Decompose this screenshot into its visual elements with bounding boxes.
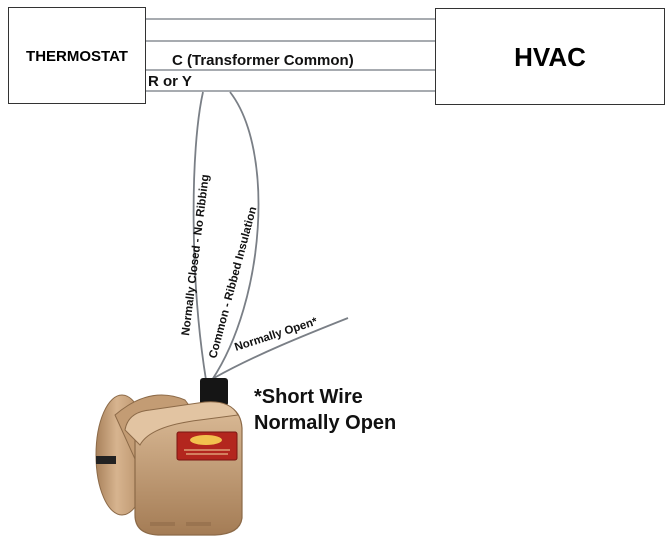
common-wire-label: C (Transformer Common)	[172, 52, 354, 69]
thermostat-label: THERMOSTAT	[26, 48, 128, 65]
device-lid	[124, 401, 239, 446]
hvac-label: HVAC	[514, 42, 586, 72]
r-or-y-label: R or Y	[148, 73, 192, 90]
device-mount-tab	[96, 456, 116, 464]
note-line-1: *Short Wire	[254, 386, 363, 408]
normally-open-lead	[213, 317, 349, 379]
normally-closed-lead	[192, 91, 207, 381]
note-line-2: Normally Open	[254, 412, 397, 434]
wire-connector	[200, 378, 228, 406]
badge-logo-icon	[190, 435, 222, 445]
hvac-box: HVAC	[435, 8, 665, 105]
device-illustration	[95, 378, 243, 536]
common-ribbed-lead	[211, 91, 260, 381]
thermostat-box: THERMOSTAT	[8, 7, 146, 104]
normally-closed-label: Normally Closed - No Ribbing	[180, 174, 212, 337]
